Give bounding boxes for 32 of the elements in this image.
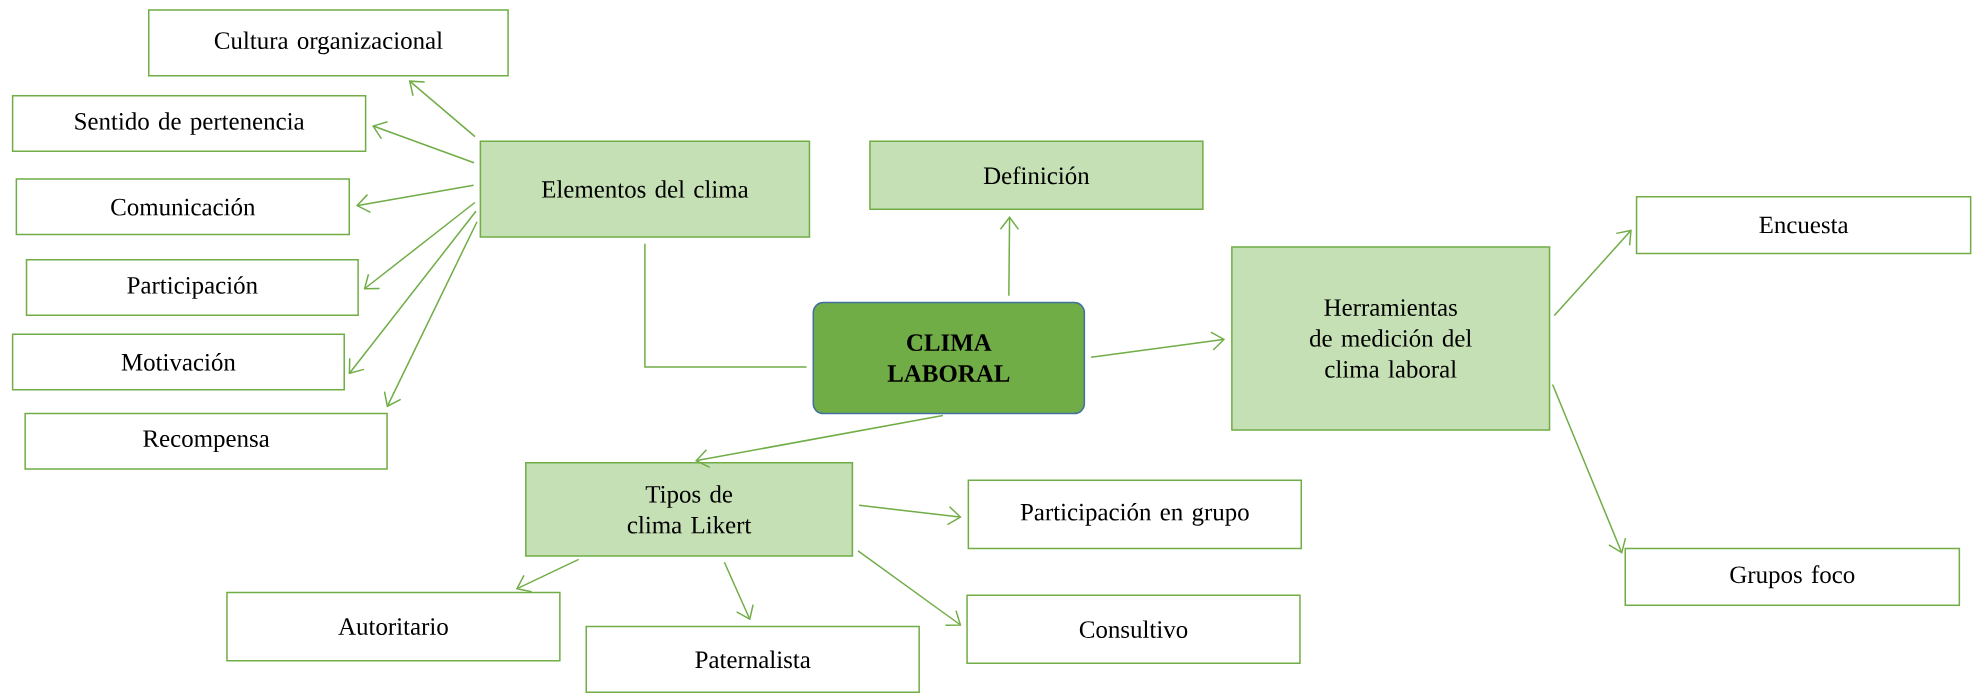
topic-box: Tipos de clima Likert (525, 462, 854, 557)
arrow (348, 210, 477, 375)
arrow (363, 201, 476, 290)
arrow (1090, 331, 1226, 359)
subtopic-box: Sentido de pertenencia (11, 95, 367, 153)
arrow (1553, 229, 1632, 317)
topic-box: Herramientas de medición del clima laboral (1231, 246, 1551, 431)
arrow (857, 550, 962, 626)
subtopic-box: Cultura organizacional (148, 9, 509, 77)
arrow (999, 216, 1020, 297)
subtopic-box: Motivación (11, 333, 345, 391)
subtopic-box: Autoritario (226, 591, 561, 662)
subtopic-box: Recompensa (24, 412, 388, 470)
subtopic-box: Participación en grupo (967, 479, 1302, 550)
arrow (723, 561, 754, 621)
arrow (1551, 383, 1627, 554)
subtopic-box: Consultivo (966, 594, 1301, 664)
subtopic-box: Grupos foco (1624, 547, 1961, 606)
subtopic-box: Participación (25, 259, 359, 316)
arrow (515, 558, 580, 593)
arrow (695, 414, 944, 469)
arrow (372, 120, 475, 164)
subtopic-box: Comunicación (15, 178, 350, 236)
subtopic-box: Encuesta (1635, 196, 1972, 255)
central-topic-box: CLIMA LABORAL (812, 301, 1086, 415)
topic-box: Elementos del clima (479, 140, 811, 238)
arrow (858, 504, 962, 526)
arrow (383, 221, 478, 408)
arrow (408, 80, 476, 138)
arrow (355, 184, 475, 214)
topic-box: Definición (869, 140, 1204, 211)
subtopic-box: Paternalista (585, 625, 920, 693)
